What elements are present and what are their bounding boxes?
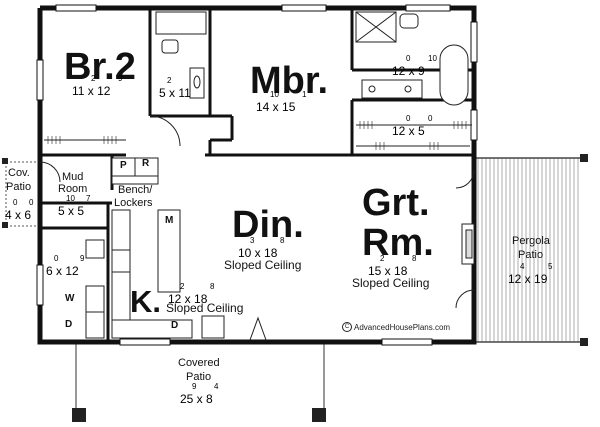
- room-name-br2: Br.2: [64, 46, 136, 88]
- room-dims-grt: 15 x 18 2 8: [368, 254, 417, 278]
- mudroom-dims: 5 x 5 10 7: [58, 194, 91, 218]
- mudroom-label-2: Room: [58, 183, 88, 195]
- covered-patio-label-1: Covered: [178, 357, 220, 369]
- microwave-label: M: [165, 215, 174, 226]
- room-name-grt-2: Rm.: [362, 222, 434, 264]
- laundry-dims: 6 x 12 0 9: [46, 254, 85, 278]
- room-dims-mbr: 14 x 15 10 1: [256, 90, 307, 114]
- covered-patio-outline: [75, 342, 325, 412]
- grt-note: Sloped Ceiling: [352, 276, 430, 290]
- fridge-label: R: [142, 158, 150, 169]
- cov-patio-side-dims: 4 x 6 0 0: [5, 198, 34, 222]
- room-name-din: Din.: [232, 204, 304, 246]
- windows: [36, 4, 478, 346]
- pergola-beams: [474, 157, 582, 343]
- pergola-dims: 12 x 19 4 5: [508, 262, 553, 286]
- pergola-label-1: Pergola: [512, 235, 550, 247]
- bench-label-1: Bench/: [118, 184, 153, 196]
- brand-text: AdvancedHousePlans.com: [354, 322, 451, 332]
- room-name-grt-1: Grt.: [362, 182, 430, 224]
- room-dims-br2: 11 x 12 2 9: [72, 74, 123, 98]
- covered-patio-label-2: Patio: [186, 371, 212, 383]
- pergola-label-2: Patio: [518, 249, 544, 261]
- room-dims-closet: 12 x 5 0 0: [392, 114, 433, 138]
- copyright-icon: C: [342, 322, 352, 332]
- washer-label: W: [65, 293, 75, 304]
- pantry-label: P: [120, 160, 127, 171]
- cov-patio-side-label-2: Patio: [6, 181, 32, 193]
- mudroom-label-1: Mud: [62, 171, 84, 183]
- din-note: Sloped Ceiling: [224, 258, 302, 272]
- covered-patio-dims: 25 x 8 9 4: [180, 382, 219, 406]
- room-dims-mbath: 12 x 9 0 10: [392, 54, 437, 78]
- dryer-label: D: [65, 319, 73, 330]
- exterior-walls: [37, 5, 477, 345]
- kit-note: Sloped Ceiling: [166, 301, 244, 315]
- pergola-slats: [477, 158, 579, 342]
- room-dims-din: 10 x 18 3 8: [238, 236, 285, 260]
- room-name-kit: K.: [130, 284, 161, 319]
- brand-watermark: C AdvancedHousePlans.com: [342, 322, 450, 332]
- room-dims-kit: 12 x 18 2 8: [168, 282, 215, 306]
- room-name-mbr: Mbr.: [250, 60, 329, 102]
- cov-patio-side-label-1: Cov.: [8, 167, 30, 179]
- bench-label-2: Lockers: [114, 197, 153, 209]
- dishwasher-label: D: [171, 320, 179, 331]
- room-dims-bath1: 5 x 11 2: [159, 76, 191, 100]
